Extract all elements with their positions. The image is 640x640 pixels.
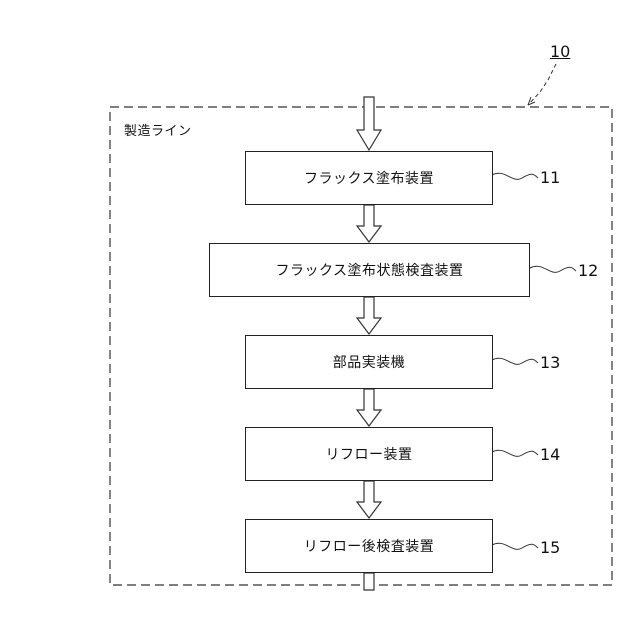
leader-12	[530, 266, 576, 272]
leader-15	[492, 543, 538, 549]
flow-arrow-3	[357, 389, 381, 426]
ref-number-14: 14	[540, 445, 560, 464]
leader-14	[492, 450, 538, 456]
step-box-component-mounter: 部品実装機	[245, 335, 493, 389]
flow-arrow-4	[357, 481, 381, 518]
step-label: 部品実装機	[333, 352, 406, 372]
flow-arrow-2	[357, 297, 381, 334]
frame-ref-leader	[528, 64, 556, 105]
leader-11	[492, 173, 538, 179]
step-label: フラックス塗布装置	[304, 168, 434, 188]
step-label: リフロー装置	[326, 444, 413, 464]
flow-arrow-1	[357, 205, 381, 242]
ref-number-11: 11	[540, 168, 560, 187]
step-box-post-reflow-inspection: リフロー後検査装置	[245, 519, 493, 573]
step-box-reflow: リフロー装置	[245, 427, 493, 481]
ref-number-15: 15	[540, 538, 560, 557]
ref-number-13: 13	[540, 353, 560, 372]
frame-ref-number: 10	[550, 42, 570, 61]
step-box-flux-application: フラックス塗布装置	[245, 151, 493, 205]
leader-13	[492, 358, 538, 364]
output-arrow	[364, 573, 374, 590]
ref-number-12: 12	[578, 261, 598, 280]
frame-label: 製造ライン	[124, 120, 192, 139]
step-box-flux-inspection: フラックス塗布状態検査装置	[209, 243, 530, 297]
step-label: リフロー後検査装置	[304, 536, 435, 556]
input-arrow	[357, 97, 381, 150]
step-label: フラックス塗布状態検査装置	[275, 260, 463, 280]
